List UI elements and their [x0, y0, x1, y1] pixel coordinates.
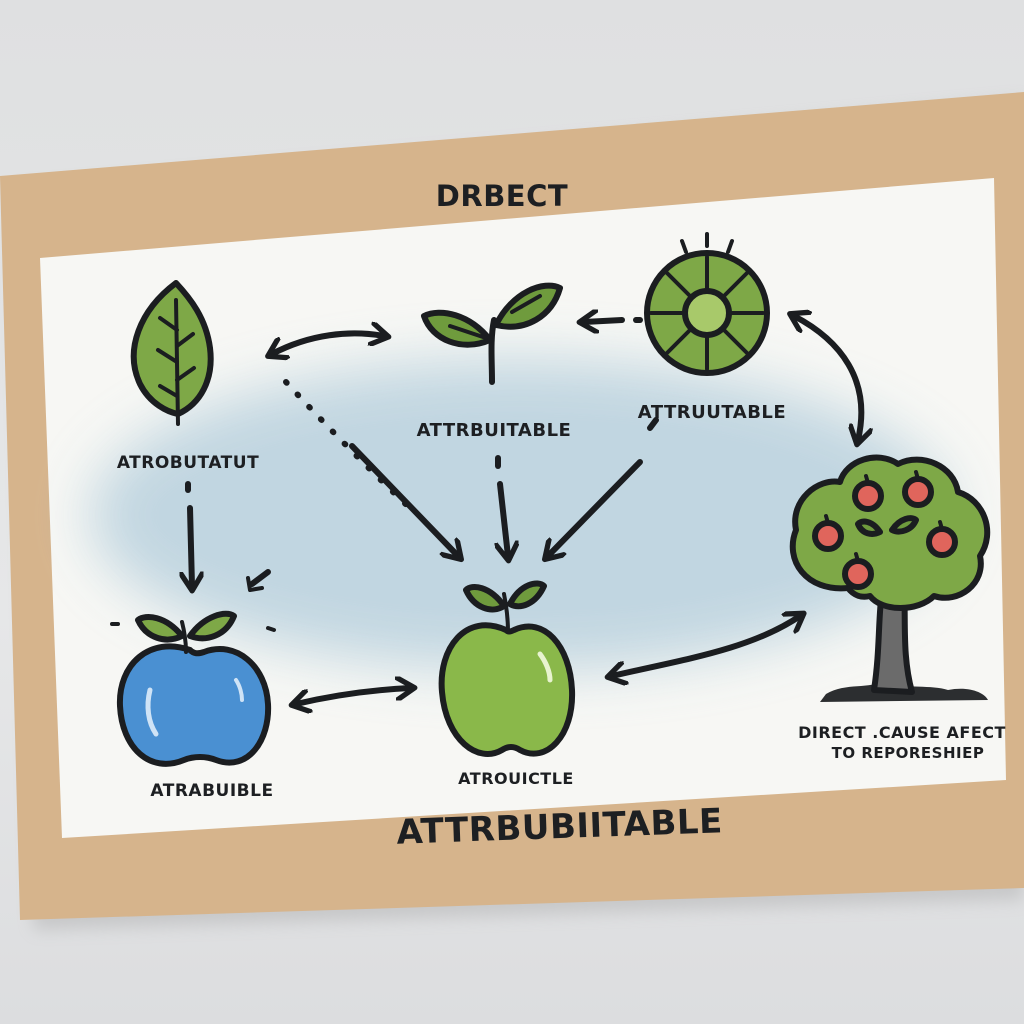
sprout-icon [421, 282, 563, 385]
green-apple-label: ATROUICTLE [458, 769, 574, 788]
background-wash [90, 360, 950, 670]
connection-arrows [188, 316, 861, 704]
arrow-sun-greenapple [548, 459, 643, 556]
leaf-label: ATROBUTATUT [117, 453, 259, 473]
arrow-sun-tree [794, 316, 861, 440]
blue-apple-label: ATRABUIBLE [150, 781, 273, 801]
apple-fruit [926, 526, 958, 558]
apple-tree-icon [789, 454, 991, 702]
green-apple-icon [438, 580, 576, 757]
apple-fruit [842, 558, 874, 590]
tree-label-line1: DIRECT .CAUSE AFECT [798, 723, 1006, 742]
sun-label: ATTRUUTABLE [638, 402, 786, 423]
arrow-sprout-greenapple [500, 481, 508, 556]
sun-icon [644, 232, 770, 376]
apple-fruit [812, 520, 844, 552]
diagram-title: DRBECT [436, 179, 568, 213]
apple-fruit [902, 476, 934, 508]
arrow-leaf-sprout [272, 333, 384, 354]
arrow-sun-sprout [584, 320, 625, 322]
tree-label-line2: TO REPORESHIEP [832, 744, 985, 762]
arrow-greenapple-tree [612, 616, 800, 676]
leaf-icon [130, 280, 214, 426]
blue-apple-icon [110, 610, 276, 767]
apple-fruit [852, 480, 884, 512]
sprout-label: ATTRBUITABLE [417, 420, 572, 441]
arrow-bluapple-greenapple [296, 688, 410, 704]
arrow-leaf-bluapple [190, 505, 192, 586]
